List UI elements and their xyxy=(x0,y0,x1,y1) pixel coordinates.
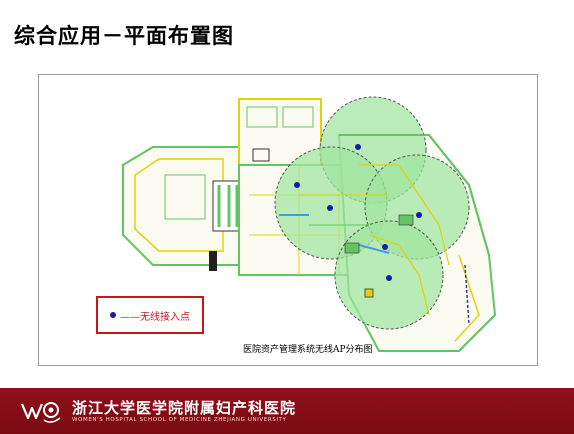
floor-plan-drawing xyxy=(122,96,497,352)
slide-title: 综合应用－平面布置图 xyxy=(14,24,234,48)
left-wing-inner xyxy=(134,158,224,252)
left-wing-room xyxy=(164,174,206,220)
legend-label: ——无线接入点 xyxy=(120,311,190,323)
hospital-name-en: WOMEN'S HOSPITAL SCHOOL OF MEDICINE ZHEJ… xyxy=(72,417,287,423)
ap-point xyxy=(386,275,392,281)
hospital-logo-icon xyxy=(20,402,61,423)
legend-box: ——无线接入点 xyxy=(96,296,204,334)
ap-dot-icon xyxy=(110,312,116,318)
floor-plan-frame: ——无线接入点 医院资产管理系统无线AP分布图 xyxy=(38,74,538,366)
plan-caption: 医院资产管理系统无线AP分布图 xyxy=(243,345,373,355)
hospital-name-cn: 浙江大学医学院附属妇产科医院 xyxy=(72,399,297,417)
ap-point xyxy=(382,244,388,250)
ap-point xyxy=(416,212,422,218)
ap-point xyxy=(294,182,300,188)
ap-point xyxy=(327,205,333,211)
ap-point xyxy=(355,144,361,150)
footer-bar: 浙江大学医学院附属妇产科医院 WOMEN'S HOSPITAL SCHOOL O… xyxy=(0,388,574,434)
